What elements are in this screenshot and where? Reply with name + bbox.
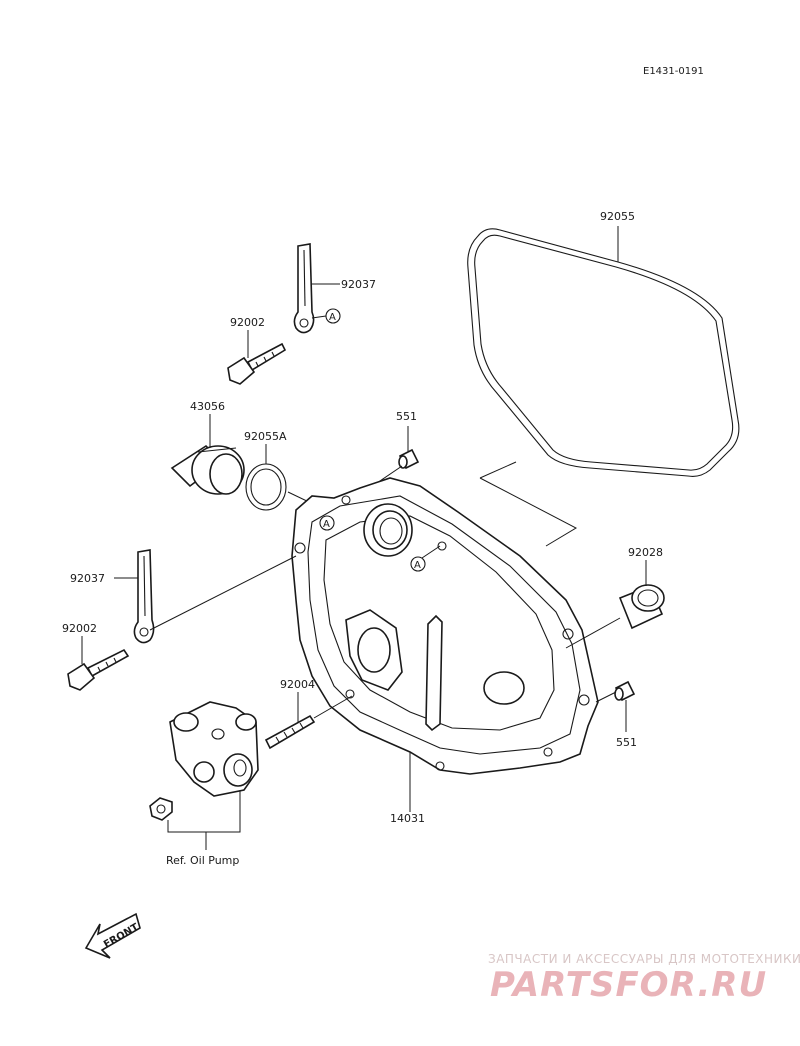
strap-92037-left xyxy=(133,549,155,644)
bolt-92002-top xyxy=(227,342,287,385)
bushing-92028 xyxy=(618,584,665,630)
front-arrow: FRONT xyxy=(84,912,141,959)
callout-strap-top: 92037 xyxy=(341,278,376,291)
guide-line xyxy=(479,477,578,547)
cap-43056 xyxy=(170,444,245,495)
callout-dowel-right: 551 xyxy=(616,736,637,749)
callout-dowel-top: 551 xyxy=(396,410,417,423)
callout-strap-left: 92037 xyxy=(70,572,105,585)
watermark-brand: PARTSFOR.RU xyxy=(490,965,767,1005)
alignment-line xyxy=(595,691,617,703)
nut xyxy=(149,797,173,821)
callout-bushing: 92028 xyxy=(628,546,663,559)
stud-92004 xyxy=(264,714,316,750)
callout-bolt-left: 92002 xyxy=(62,622,97,635)
bolt-92002-left xyxy=(67,648,130,691)
alignment-line xyxy=(313,695,353,719)
strap-92037-top xyxy=(293,243,315,334)
oil-pump xyxy=(169,701,259,797)
callout-oring: 92055A xyxy=(244,430,287,443)
guide-line xyxy=(479,461,517,479)
leader-marker-a3 xyxy=(421,545,441,559)
diagram-code: E1431-0191 xyxy=(643,66,704,77)
callout-oil-pump: Ref. Oil Pump xyxy=(166,854,239,867)
oring-92055A xyxy=(245,463,287,511)
marker-a-circle xyxy=(325,308,341,324)
cover-14031 xyxy=(291,477,599,775)
leader-marker-a1 xyxy=(311,315,327,319)
marker-a-circle xyxy=(410,556,426,572)
callout-cover: 14031 xyxy=(390,812,425,825)
callout-bolt-top: 92002 xyxy=(230,316,265,329)
marker-a2: A xyxy=(323,519,330,530)
dowel-551-right xyxy=(614,680,636,702)
bracket-oil-pump xyxy=(167,790,241,833)
marker-a-circle xyxy=(319,515,335,531)
alignment-line xyxy=(565,617,621,649)
dowel-551-top xyxy=(398,448,420,470)
marker-a3: A xyxy=(414,560,421,571)
callout-stud: 92004 xyxy=(280,678,315,691)
marker-a1: A xyxy=(329,312,336,323)
callout-cap: 43056 xyxy=(190,400,225,413)
alignment-line xyxy=(149,555,297,631)
callout-gasket: 92055 xyxy=(600,210,635,223)
gasket-92055 xyxy=(467,228,740,477)
watermark-tagline: ЗАПЧАСТИ И АКСЕССУАРЫ ДЛЯ МОТОТЕХНИКИ xyxy=(488,952,800,966)
